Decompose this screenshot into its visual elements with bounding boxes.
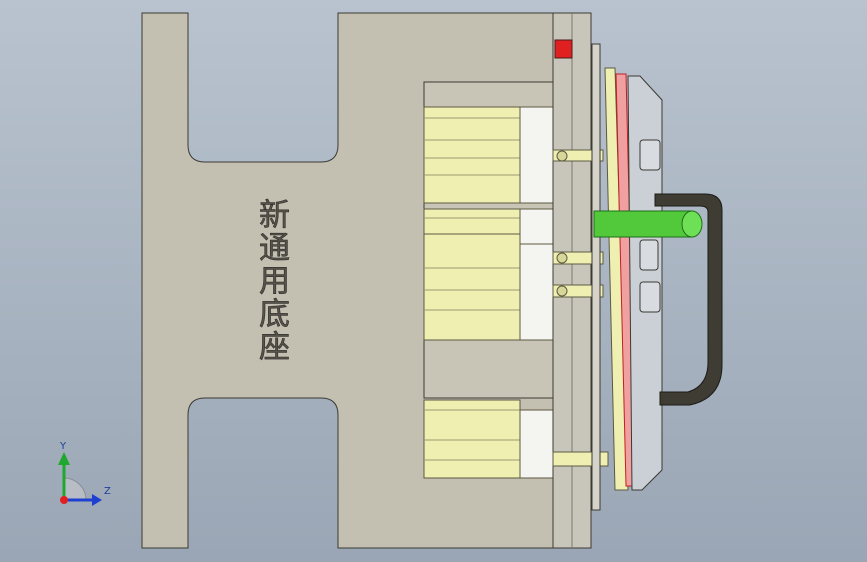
cylinder-bottom (423, 399, 554, 479)
cylinder-middle (423, 208, 554, 341)
piston-rods (552, 149, 609, 467)
red-marker (554, 39, 573, 59)
part-label: 新通用底座 (253, 197, 290, 363)
cylinder-top (423, 106, 554, 204)
fixture-assembly (591, 43, 663, 511)
z-axis-label: Z (104, 486, 111, 497)
locating-pin (593, 210, 703, 238)
coordinate-triad (58, 452, 102, 506)
y-axis-label: Y (60, 441, 67, 452)
handle (654, 193, 723, 406)
x-axis-icon (60, 496, 68, 504)
